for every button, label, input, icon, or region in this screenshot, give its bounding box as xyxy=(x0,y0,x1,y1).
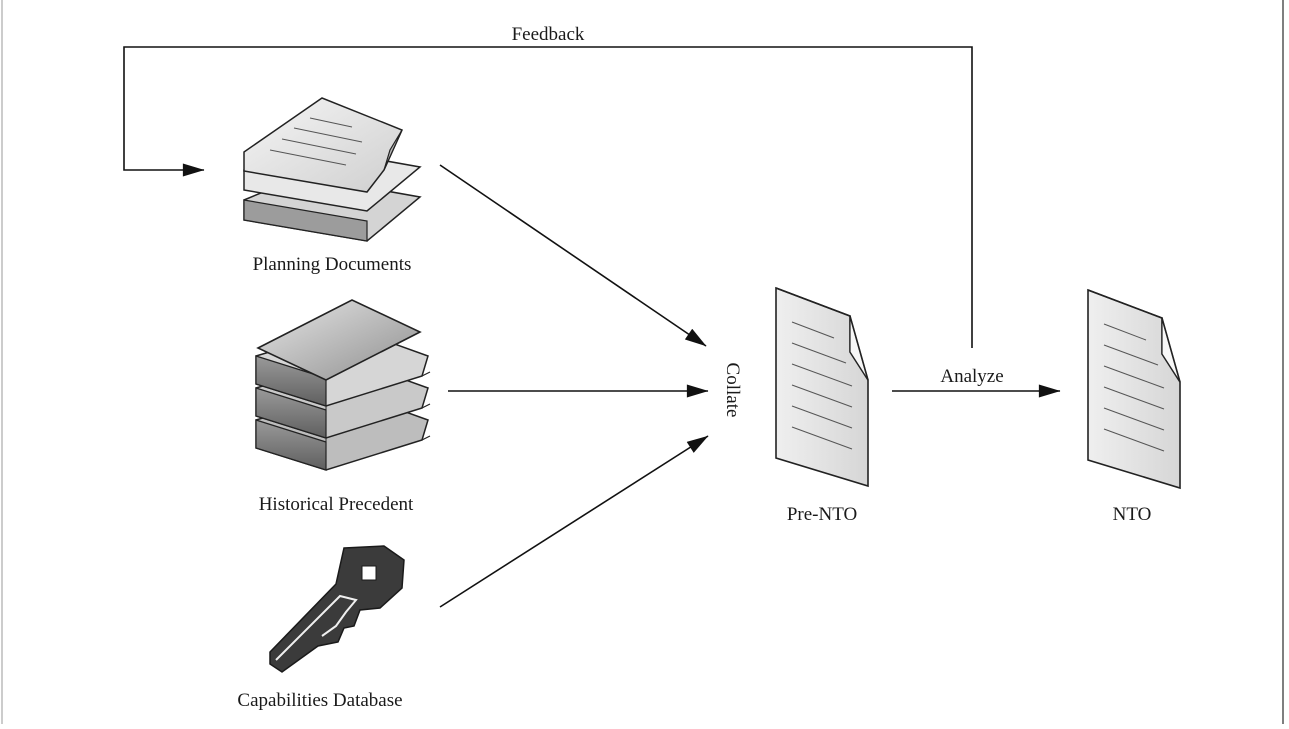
collate-label: Collate xyxy=(722,363,743,418)
feedback-loop-arrow xyxy=(123,46,973,348)
capabilities-database-label: Capabilities Database xyxy=(237,690,402,711)
historical-precedent-label: Historical Precedent xyxy=(259,494,414,515)
pre-nto-label: Pre-NTO xyxy=(787,504,857,525)
feedback-label: Feedback xyxy=(512,24,585,45)
analyze-label: Analyze xyxy=(940,366,1003,387)
key-icon xyxy=(269,545,405,673)
document-icon xyxy=(775,286,869,488)
nto-label: NTO xyxy=(1113,504,1152,525)
document-icon xyxy=(1087,288,1181,490)
capabilities-to-collate-arrow xyxy=(439,435,709,608)
planning-to-collate-arrow xyxy=(439,164,707,347)
document-stack-icon xyxy=(243,97,422,242)
book-stack-icon xyxy=(255,299,431,471)
planning-documents-label: Planning Documents xyxy=(253,254,412,275)
